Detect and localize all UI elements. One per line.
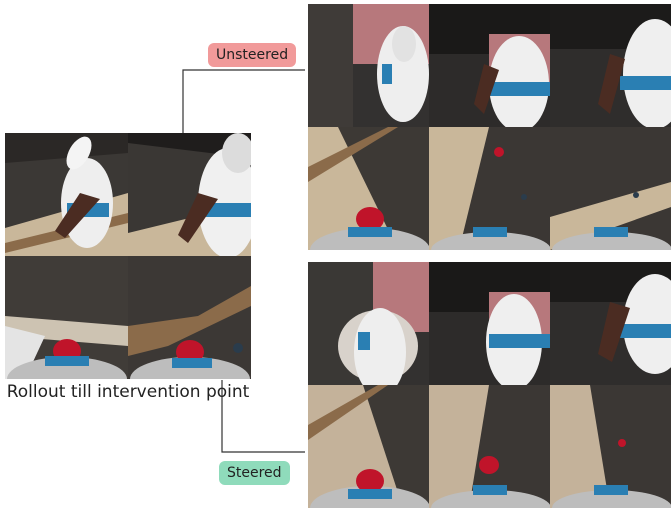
steered-grid: [308, 262, 671, 508]
rollout-frame-3: [5, 256, 128, 379]
rollout-frame-4: [128, 256, 251, 379]
steered-frame-6: [550, 385, 671, 508]
rollout-caption-text: Rollout till intervention point: [6, 382, 250, 402]
steered-frame-5: [429, 385, 550, 508]
steered-frame-4: [308, 385, 429, 508]
unsteered-frame-3: [550, 4, 671, 127]
steered-frame-3: [550, 262, 671, 385]
unsteered-frame-6: [550, 127, 671, 250]
steered-frame-2: [429, 262, 550, 385]
unsteered-frame-1: [308, 4, 429, 127]
unsteered-frame-2: [429, 4, 550, 127]
unsteered-grid: [308, 4, 671, 250]
rollout-caption: Rollout till intervention point: [0, 380, 256, 404]
rollout-frame-1: [5, 133, 128, 256]
unsteered-frame-5: [429, 127, 550, 250]
steered-frame-1: [308, 262, 429, 385]
unsteered-frame-4: [308, 127, 429, 250]
unsteered-label: Unsteered: [208, 43, 297, 67]
steered-label: Steered: [219, 461, 290, 485]
steered-label-text: Steered: [227, 465, 282, 481]
rollout-frame-2: [128, 133, 251, 256]
unsteered-label-text: Unsteered: [216, 47, 289, 63]
unsteered-connector: [182, 69, 305, 135]
steered-connector: [221, 380, 305, 453]
rollout-grid: [5, 133, 251, 379]
